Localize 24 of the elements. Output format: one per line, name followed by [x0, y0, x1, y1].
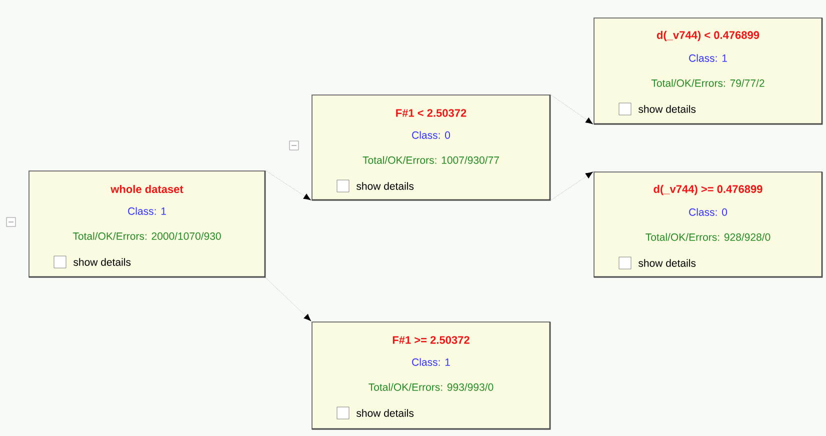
arrow — [550, 94, 594, 124]
show-details-checkbox: show details — [618, 102, 696, 116]
class-label: Class: 1 — [689, 54, 727, 62]
show-details-checkbox: show details — [336, 180, 414, 192]
condition-label: whole dataset — [110, 184, 184, 194]
class-label: Class: 1 — [412, 358, 450, 366]
class-label: Class: 1 — [128, 207, 166, 215]
condition-label: d(_v744) >= 0.476899 — [654, 184, 762, 196]
count-label: Total/OK/Errors: 79/77/2 — [651, 79, 764, 87]
class-label: Class: 0 — [412, 131, 450, 139]
count-label: Total/OK/Errors: 928/928/0 — [646, 233, 770, 241]
count-label: Total/OK/Errors: 2000/1070/930 — [72, 232, 221, 240]
show-details-checkbox: show details — [618, 256, 696, 270]
condition-label: F#1 >= 2.50372 — [392, 336, 470, 344]
arrow — [265, 170, 312, 200]
class-label: Class: 0 — [689, 208, 728, 216]
arrow — [550, 172, 594, 201]
show-details-checkbox: show details — [336, 406, 414, 420]
arrow — [265, 277, 312, 322]
count-label: Total/OK/Errors: 993/993/0 — [368, 383, 494, 391]
count-label: Total/OK/Errors: 1007/930/77 — [362, 156, 499, 164]
show-details-checkbox: show details — [54, 256, 131, 268]
condition-label: F#1 < 2.50372 — [396, 109, 466, 117]
condition-label: d(_v744) < 0.476899 — [656, 30, 760, 42]
